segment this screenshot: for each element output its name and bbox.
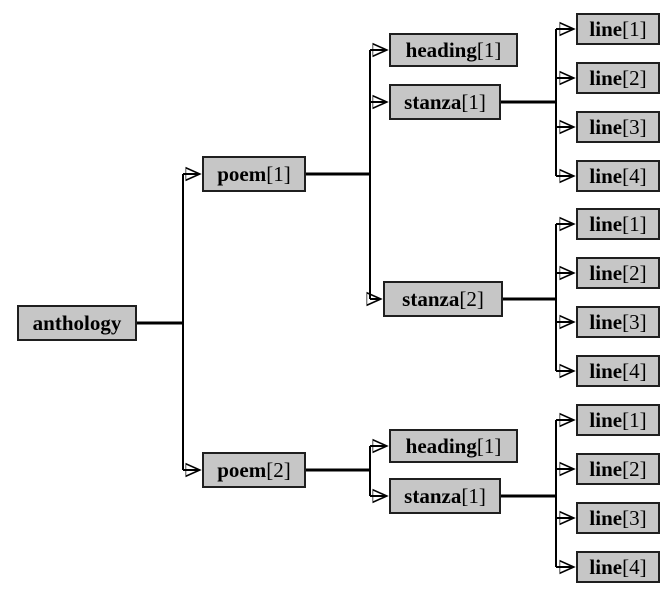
tree-node-p2-s1-line-4: line[4] <box>576 551 660 583</box>
tree-node-poem-1-stanza-1: stanza[1] <box>389 84 501 120</box>
node-label-index: [4] <box>622 163 647 188</box>
node-label-name: line <box>589 554 623 579</box>
node-label-index: [4] <box>622 358 647 383</box>
tree-node-p1-s1-line-3: line[3] <box>576 111 660 143</box>
edge-poem1-stanza1-to-lines <box>501 29 573 176</box>
node-label-name: stanza <box>402 286 460 311</box>
tree-node-p2-s1-line-3: line[3] <box>576 502 660 534</box>
tree-node-p2-s1-line-2: line[2] <box>576 453 660 485</box>
node-label-index: [2] <box>266 457 291 482</box>
node-label-name: line <box>589 16 623 41</box>
node-label-index: [4] <box>622 554 647 579</box>
node-label-name: poem <box>217 161 267 186</box>
edge-anthology-to-poems <box>137 174 199 470</box>
node-label-name: poem <box>217 457 267 482</box>
node-label-name: line <box>589 114 623 139</box>
tree-node-poem-2: poem[2] <box>202 452 306 488</box>
edge-poem1-to-children <box>306 50 386 299</box>
tree-node-poem-1: poem[1] <box>202 156 306 192</box>
tree-node-p1-s2-line-3: line[3] <box>576 306 660 338</box>
node-label-index: [1] <box>461 483 486 508</box>
node-label-index: [2] <box>622 65 647 90</box>
node-label-name: heading <box>405 433 477 458</box>
tree-node-p1-s2-line-2: line[2] <box>576 257 660 289</box>
tree-node-p1-s1-line-4: line[4] <box>576 160 660 192</box>
node-label-index: [1] <box>622 407 647 432</box>
node-label-name: line <box>589 309 623 334</box>
node-label-name: line <box>589 65 623 90</box>
node-label-name: line <box>589 407 623 432</box>
node-label-name: stanza <box>404 483 462 508</box>
node-label-name: stanza <box>404 89 462 114</box>
node-label-index: [1] <box>461 89 486 114</box>
node-label-index: [2] <box>459 286 484 311</box>
tree-node-poem-2-heading-1: heading[1] <box>389 429 518 463</box>
tree-node-anthology: anthology <box>17 305 137 341</box>
node-label-name: line <box>589 163 623 188</box>
tree-node-p2-s1-line-1: line[1] <box>576 404 660 436</box>
node-label-index: [1] <box>266 161 291 186</box>
node-label-index: [1] <box>622 16 647 41</box>
node-label-name: heading <box>405 37 477 62</box>
node-label-index: [3] <box>622 309 647 334</box>
tree-node-p1-s1-line-2: line[2] <box>576 62 660 94</box>
tree-node-p1-s2-line-1: line[1] <box>576 208 660 240</box>
node-label-index: [3] <box>622 114 647 139</box>
node-label-index: [1] <box>622 211 647 236</box>
tree-node-p1-s1-line-1: line[1] <box>576 13 660 45</box>
tree-node-poem-2-stanza-1: stanza[1] <box>389 478 501 514</box>
node-label-name: anthology <box>32 310 122 335</box>
node-label-index: [2] <box>622 456 647 481</box>
edge-poem1-stanza2-to-lines <box>503 224 573 371</box>
node-label-index: [2] <box>622 260 647 285</box>
node-label-index: [1] <box>476 433 502 458</box>
node-label-name: line <box>589 211 623 236</box>
node-label-name: line <box>589 505 623 530</box>
edge-poem2-stanza1-to-lines <box>501 420 573 567</box>
node-label-name: line <box>589 358 623 383</box>
edge-poem2-to-children <box>306 446 386 496</box>
tree-node-poem-1-heading-1: heading[1] <box>389 33 518 67</box>
node-label-name: line <box>589 260 623 285</box>
node-label-index: [3] <box>622 505 647 530</box>
tree-node-poem-1-stanza-2: stanza[2] <box>383 281 503 317</box>
node-label-index: [1] <box>476 37 502 62</box>
tree-node-p1-s2-line-4: line[4] <box>576 355 660 387</box>
node-label-name: line <box>589 456 623 481</box>
